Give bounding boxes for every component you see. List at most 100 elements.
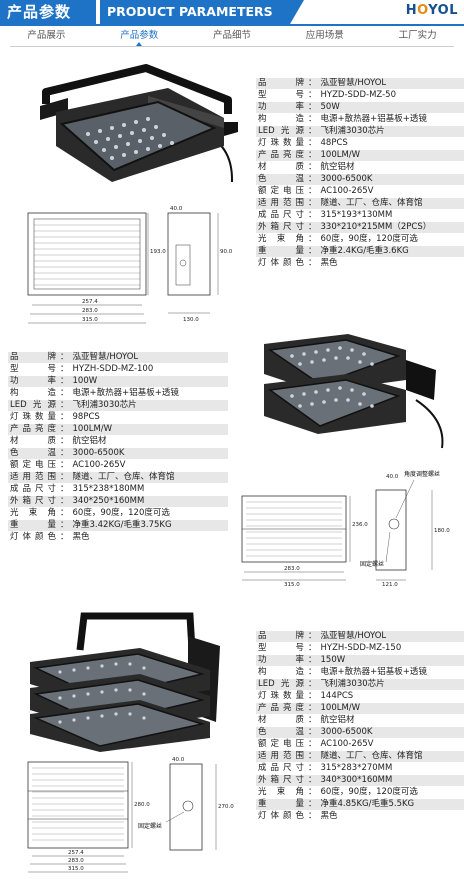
spec-key: 额定电压 [256, 185, 306, 199]
tab-product-details[interactable]: 产品细节 [212, 30, 251, 41]
spec-row: 灯珠数量：48PCS [256, 137, 464, 151]
spec-key: 重 量 [8, 519, 58, 533]
spec-value: HYZH-SDD-MZ-100 [70, 363, 228, 377]
spec-colon: ： [306, 631, 319, 644]
dim-label: 121.0 [382, 582, 398, 588]
spec-key: 材 质 [8, 435, 58, 449]
tab-product-parameters[interactable]: 产品参数 [93, 26, 186, 46]
spec-value: 340*300*160MM [318, 774, 464, 788]
spec-value: 电源+散热器+铝基板+透镜 [318, 113, 464, 127]
spec-colon: ： [306, 690, 319, 704]
spec-colon: ： [306, 101, 319, 115]
spec-key: 适用范围 [8, 471, 58, 485]
spec-value: 98PCS [70, 411, 228, 425]
spec-key: 灯珠数量 [256, 137, 306, 151]
spec-colon: ： [306, 149, 319, 163]
spec-key: 产品亮度 [256, 702, 306, 716]
tab-factory-strength[interactable]: 工厂实力 [398, 30, 437, 41]
spec-colon: ： [306, 221, 319, 235]
spec-colon: ： [58, 399, 71, 413]
spec-row: 重 量：净重4.85KG/毛重5.5KG [256, 798, 464, 812]
spec-colon: ： [58, 447, 71, 461]
spec-value: 315*193*130MM [318, 209, 464, 223]
spec-key: 产品亮度 [256, 149, 306, 163]
spec-value: 100W [70, 375, 228, 389]
spec-colon: ： [58, 531, 71, 545]
spec-key: 灯体颜色 [8, 531, 58, 545]
spec-key: 成品尺寸 [256, 762, 306, 776]
spec-key: 材 质 [256, 161, 306, 175]
spec-key: 适用范围 [256, 750, 306, 764]
banner-corner [290, 0, 304, 24]
spec-key: 成品尺寸 [256, 209, 306, 223]
spec-key: 色 温 [8, 447, 58, 461]
product-photo-50w [40, 64, 238, 183]
section-nav: 产品展示 产品参数 产品细节 应用场景 工厂实力 [0, 26, 464, 46]
spec-key: 外箱尺寸 [256, 774, 306, 788]
product-photo-150w [30, 612, 220, 752]
spec-key: 构 造 [8, 387, 58, 401]
spec-row: 适用范围：隧道、工厂、仓库、体育馆 [256, 197, 464, 211]
dim-label: 40.0 [386, 474, 399, 480]
spec-row: 光 束 角：60度，90度，120度可选 [8, 507, 228, 521]
spec-row: 适用范围：隧道、工厂、仓库、体育馆 [8, 471, 228, 485]
spec-row: 功 率：100W [8, 375, 228, 389]
dim-label: 283.0 [68, 858, 84, 864]
spec-colon: ： [306, 137, 319, 151]
spec-value: 航空铝材 [318, 161, 464, 175]
brand-logo: HOYOL [405, 3, 458, 18]
spec-row: 型 号：HYZH-SDD-MZ-100 [8, 363, 228, 377]
spec-value: HYZD-SDD-MZ-50 [318, 89, 464, 103]
spec-value: 净重3.42KG/毛重3.75KG [70, 519, 228, 533]
spec-colon: ： [306, 786, 319, 800]
spec-value: 3000-6500K [318, 173, 464, 187]
spec-row: 额定电压：AC100-265V [256, 185, 464, 199]
fixing-screw-label: 固定螺丝 [138, 822, 162, 830]
spec-row: 品 牌：泓亚智慧/HOYOL [256, 78, 464, 91]
spec-row: 材 质：航空铝材 [8, 435, 228, 449]
spec-row: 额定电压：AC100-265V [8, 459, 228, 473]
spec-colon: ： [58, 375, 71, 389]
spec-value: 隧道、工厂、仓库、体育馆 [318, 750, 464, 764]
spec-row: 成品尺寸：315*283*270MM [256, 762, 464, 776]
spec-key: 重 量 [256, 245, 306, 259]
spec-colon: ： [58, 435, 71, 449]
spec-colon: ： [306, 209, 319, 223]
spec-value: AC100-265V [318, 185, 464, 199]
spec-row: 灯珠数量：144PCS [256, 690, 464, 704]
spec-colon: ： [306, 245, 319, 259]
spec-key: 功 率 [256, 101, 306, 115]
nav-divider [10, 46, 454, 47]
spec-value: 黑色 [318, 810, 464, 824]
spec-key: LED光源 [256, 125, 306, 139]
spec-value: 50W [318, 101, 464, 115]
spec-value: 泓亚智慧/HOYOL [318, 631, 464, 644]
spec-key: 产品亮度 [8, 423, 58, 437]
tab-application-scenes[interactable]: 应用场景 [305, 30, 344, 41]
spec-colon: ： [58, 411, 71, 425]
spec-colon: ： [306, 654, 319, 668]
spec-colon: ： [58, 459, 71, 473]
spec-colon: ： [306, 642, 319, 656]
dim-label: 40.0 [170, 206, 183, 212]
spec-colon: ： [58, 483, 71, 497]
dim-label: 193.0 [150, 249, 166, 255]
spec-row: 成品尺寸：315*193*130MM [256, 209, 464, 223]
spec-key: 光 束 角 [8, 507, 58, 521]
spec-key: 光 束 角 [256, 786, 306, 800]
spec-row: 构 造：电源+散热器+铝基板+透镜 [256, 666, 464, 680]
spec-value: AC100-265V [318, 738, 464, 752]
dim-label: 257.4 [68, 850, 84, 856]
spec-key: 重 量 [256, 798, 306, 812]
spec-value: 航空铝材 [70, 435, 228, 449]
dimension-drawing-100w: 40.0 236.0 180.0 283.0 315.0 121.0 角度调整螺… [241, 470, 450, 588]
spec-colon: ： [306, 125, 319, 139]
spec-value: 60度，90度，120度可选 [318, 786, 464, 800]
tab-product-showcase[interactable]: 产品展示 [27, 30, 66, 41]
spec-value: 48PCS [318, 137, 464, 151]
spec-value: 黑色 [70, 531, 228, 545]
spec-colon: ： [58, 507, 71, 521]
spec-row: 灯体颜色：黑色 [256, 257, 464, 271]
spec-colon: ： [58, 387, 71, 401]
